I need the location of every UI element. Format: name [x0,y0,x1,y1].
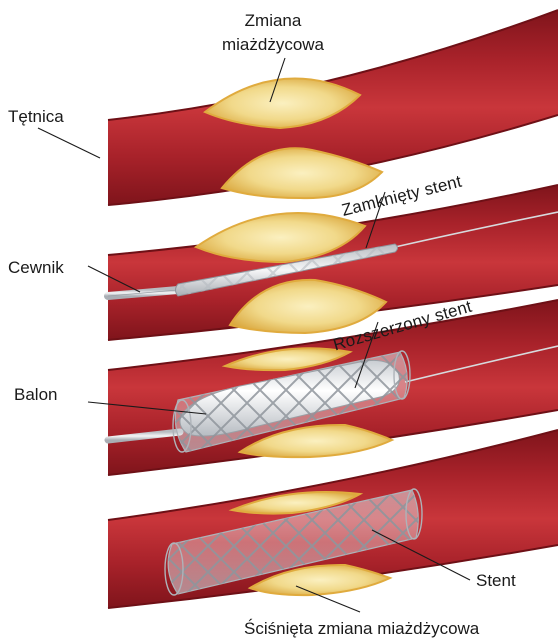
label-catheter: Cewnik [8,258,64,277]
label-artery: Tętnica [8,107,64,126]
label-plaque-line2: miażdżycowa [222,35,325,54]
leader-artery [38,128,100,158]
label-compressed-plaque: Ściśnięta zmiana miażdżycowa [244,619,480,638]
label-stent: Stent [476,571,516,590]
label-plaque-line1: Zmiana [245,11,302,30]
label-balloon: Balon [14,385,57,404]
panel-artery-with-plaque [108,10,558,205]
